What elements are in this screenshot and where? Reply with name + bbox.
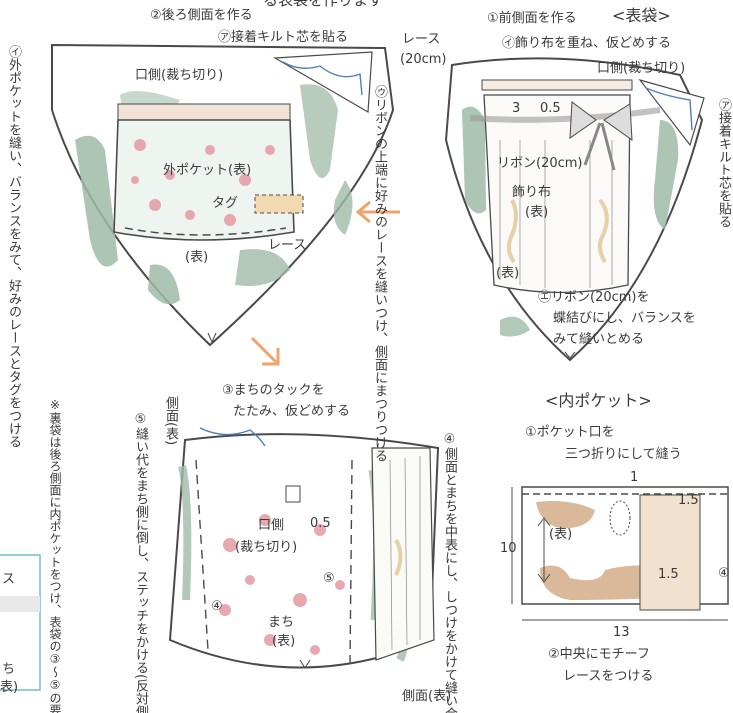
back-fusible-label: ㋐接着キルト芯を貼る [218, 30, 349, 45]
outer-bag-header: <表袋> [612, 6, 671, 25]
front-mouth-label: 口側(裁ち切り) [597, 61, 686, 76]
green-patch [462, 106, 486, 214]
gusset-mouth-1: 口側 [258, 518, 285, 533]
tag-label: タグ [212, 196, 239, 211]
step4-note: ④側面とまちを中表にし、しつけをかけて縫い合わせる [442, 432, 457, 713]
inner-face-label: (表) [549, 527, 573, 542]
inner-width: 13 [613, 625, 630, 640]
decor-cloth-label: 飾り布 [512, 185, 552, 200]
gusset-marker-5: ⑤ [323, 571, 335, 586]
inner-dim-1-5-b: 1.5 [658, 567, 679, 582]
back-side-panel [51, 43, 395, 347]
bow-note-2: 蝶結びにし、バランスを [553, 311, 696, 326]
outer-pocket-label: 外ポケット(表) [163, 163, 252, 178]
left-fragment-box [0, 554, 41, 691]
fusible-corner [272, 51, 373, 114]
front-step-i: ㋑飾り布を重ね、仮どめする [502, 36, 672, 51]
outer-pocket [113, 119, 295, 241]
gusset-panel [168, 427, 440, 669]
back-face-label: (表) [185, 250, 209, 265]
inner-pocket-header: <内ポケット> [545, 391, 652, 410]
inner-edge-marker: ④ [718, 566, 730, 581]
green-patch [235, 249, 290, 286]
bow-note-3: みて縫いとめる [553, 332, 645, 347]
bow-note-1: ㋓リボン(20cm)を [538, 290, 650, 305]
step3-line2: たたみ、仮どめする [233, 404, 351, 419]
front-lace-length: (20cm) [400, 52, 447, 67]
top-cut-title: る表袋を作ります [263, 0, 384, 9]
left-fragment-3: 表) [0, 680, 19, 695]
inner-dim-1-5-a: 1.5 [678, 493, 699, 508]
lining-note: ※裏袋は後ろ側面に内ポケットをつけ、表袋の③〜⑤の要領で作る(⑤の縫い代は側面側… [48, 398, 62, 713]
back-lace-label: レース [268, 238, 307, 253]
green-patch [75, 135, 118, 267]
gusset-face-label: (表) [272, 634, 296, 649]
front-lace-label: レース [402, 32, 441, 47]
green-patch [653, 120, 679, 230]
inner-step1-line1: ①ポケット口を [525, 425, 615, 440]
ribbon [469, 107, 661, 123]
dim-0-5: 0.5 [540, 101, 561, 116]
inner-height: 10 [500, 541, 517, 556]
decor-cloth-face: (表) [525, 205, 549, 220]
decor-cloth [483, 94, 631, 294]
dim-3: 3 [512, 101, 521, 116]
ribbon-label: リボン(20cm) [497, 156, 583, 171]
left-fragment-2: ち [2, 662, 16, 677]
inner-step2-line2: レースをつける [563, 669, 654, 684]
green-patch [148, 264, 180, 305]
gusset-label: まち [268, 615, 295, 630]
gusset-marker-4: ④ [211, 599, 223, 614]
inner-pocket-panel [511, 486, 729, 621]
inner-step1-line2: 三つ折りにして縫う [565, 447, 682, 462]
green-patch [300, 84, 338, 178]
gusset-mouth-2: (裁ち切り) [235, 540, 298, 555]
back-mouth-label: 口側(裁ち切り) [135, 68, 224, 83]
inner-dim-1: 1 [630, 470, 639, 485]
step3-line1: ③まちのタックを [222, 383, 325, 398]
gusset-dim-0-5: 0.5 [310, 516, 331, 531]
back-pocket-note: ㋑外ポケットを縫い、バランスをみて、好みのレースとタグをつける [6, 45, 21, 448]
front-side-panel [444, 57, 705, 362]
green-patch [500, 316, 530, 337]
front-step-title: ①前側面を作る [487, 11, 577, 26]
inner-step2-line1: ②中央にモチーフ [548, 647, 650, 662]
pocket-lace-band [117, 103, 291, 121]
gusset-side-bottom: 側面(表) [402, 689, 452, 704]
ribbon-lace-note: ㋒リボンの上端に好みのレースを縫いつけ、側面にまつりつける [372, 85, 387, 462]
left-fragment-1: ス [2, 572, 16, 587]
front-face-label: (表) [496, 266, 520, 281]
gusset-side-label: 側面(表) [163, 396, 178, 446]
step5-note: ⑤縫い代をまち側に倒し、ステッチをかける(反対側も同様に縫う) [133, 412, 148, 713]
arrow-down [250, 336, 278, 364]
front-fusible-label: ㋐接着キルト芯を貼る [716, 98, 731, 228]
green-patch [333, 180, 353, 235]
back-step-title: ②後ろ側面を作る [150, 8, 253, 23]
